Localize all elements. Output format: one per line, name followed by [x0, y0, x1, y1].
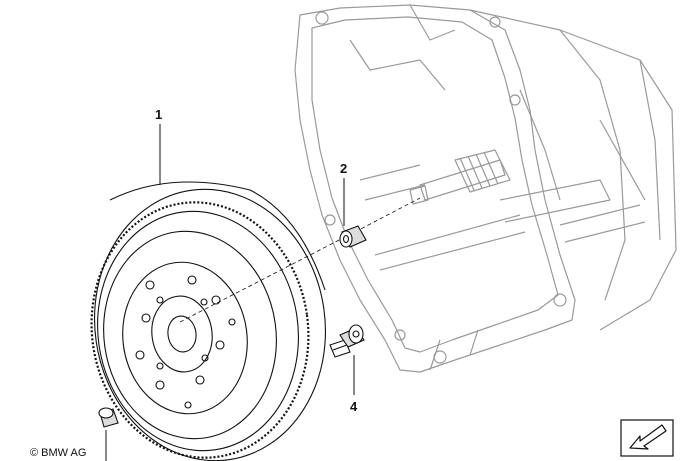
dowel-sleeve-part-icon: [339, 225, 367, 248]
callout-4: 4: [350, 399, 358, 414]
callout-leaders: [105, 124, 355, 461]
view-direction-arrow-icon: [620, 419, 674, 457]
small-sleeve-part-icon: [98, 407, 119, 428]
centre-axis-line: [179, 197, 421, 323]
bolt-part-icon: [329, 324, 365, 358]
callout-2: 2: [340, 161, 347, 176]
flywheel-part-icon: [90, 181, 326, 461]
copyright-notice: © BMW AG: [30, 447, 86, 459]
callout-1: 1: [155, 107, 162, 122]
transmission-housing-icon: [294, 4, 677, 373]
